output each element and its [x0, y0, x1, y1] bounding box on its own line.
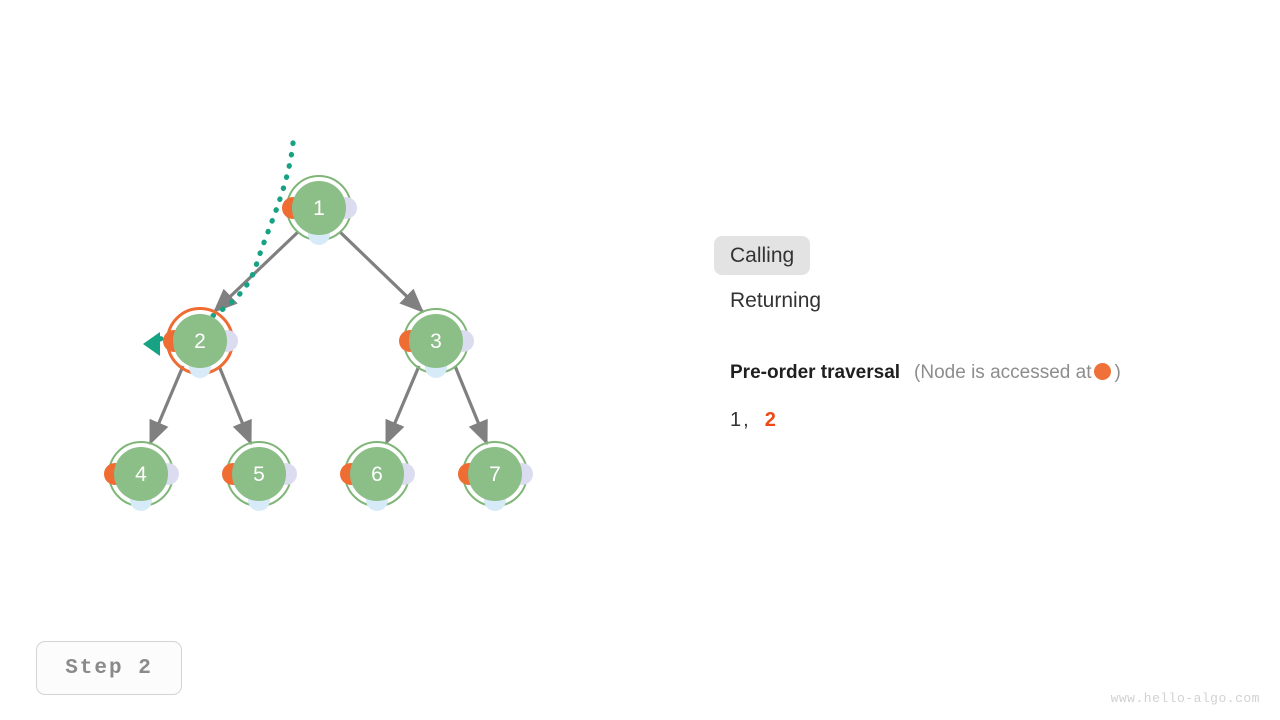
info-panel: Calling Returning Pre-order traversal (No…: [714, 236, 1254, 430]
traversal-note-suffix: ): [1114, 362, 1121, 383]
node-label: 4: [114, 447, 168, 501]
step-label: Step 2: [65, 656, 153, 680]
node-label: 1: [292, 181, 346, 235]
edge-2-5: [217, 365, 253, 446]
step-badge: Step 2: [36, 641, 182, 695]
watermark: www.hello-algo.com: [1110, 691, 1260, 706]
recursion-path: [143, 140, 296, 356]
sequence-item-1: 2: [764, 409, 776, 431]
binary-tree-diagram: 1 2 3 4 5 6: [0, 0, 660, 620]
edge-1-3: [338, 230, 425, 314]
edge-3-6: [384, 365, 421, 446]
state-returning-row: Returning: [714, 275, 1254, 320]
traversal-heading: Pre-order traversal (Node is accessed at): [730, 363, 1254, 382]
sequence-item-0: 1: [730, 409, 742, 431]
edge-2-4: [148, 365, 185, 446]
traversal-section: Pre-order traversal (Node is accessed at): [714, 363, 1254, 382]
state-calling-row: Calling: [714, 236, 1254, 275]
node-label: 3: [409, 314, 463, 368]
access-dot-icon: [1094, 363, 1112, 380]
state-calling-chip[interactable]: Calling: [714, 236, 811, 275]
node-label: 6: [350, 447, 404, 501]
state-returning-chip[interactable]: Returning: [730, 289, 822, 312]
edge-3-7: [453, 365, 489, 446]
node-label: 5: [232, 447, 286, 501]
sequence-separator: ,: [743, 409, 749, 431]
node-label: 2: [173, 314, 227, 368]
traversal-title: Pre-order traversal: [730, 362, 901, 383]
tree-edges-layer: [143, 140, 489, 446]
node-label: 7: [468, 447, 522, 501]
traversal-note-prefix: (Node is accessed at: [914, 362, 1092, 383]
edge-1-2: [212, 230, 300, 314]
traversal-sequence: 1,2: [714, 410, 1254, 430]
